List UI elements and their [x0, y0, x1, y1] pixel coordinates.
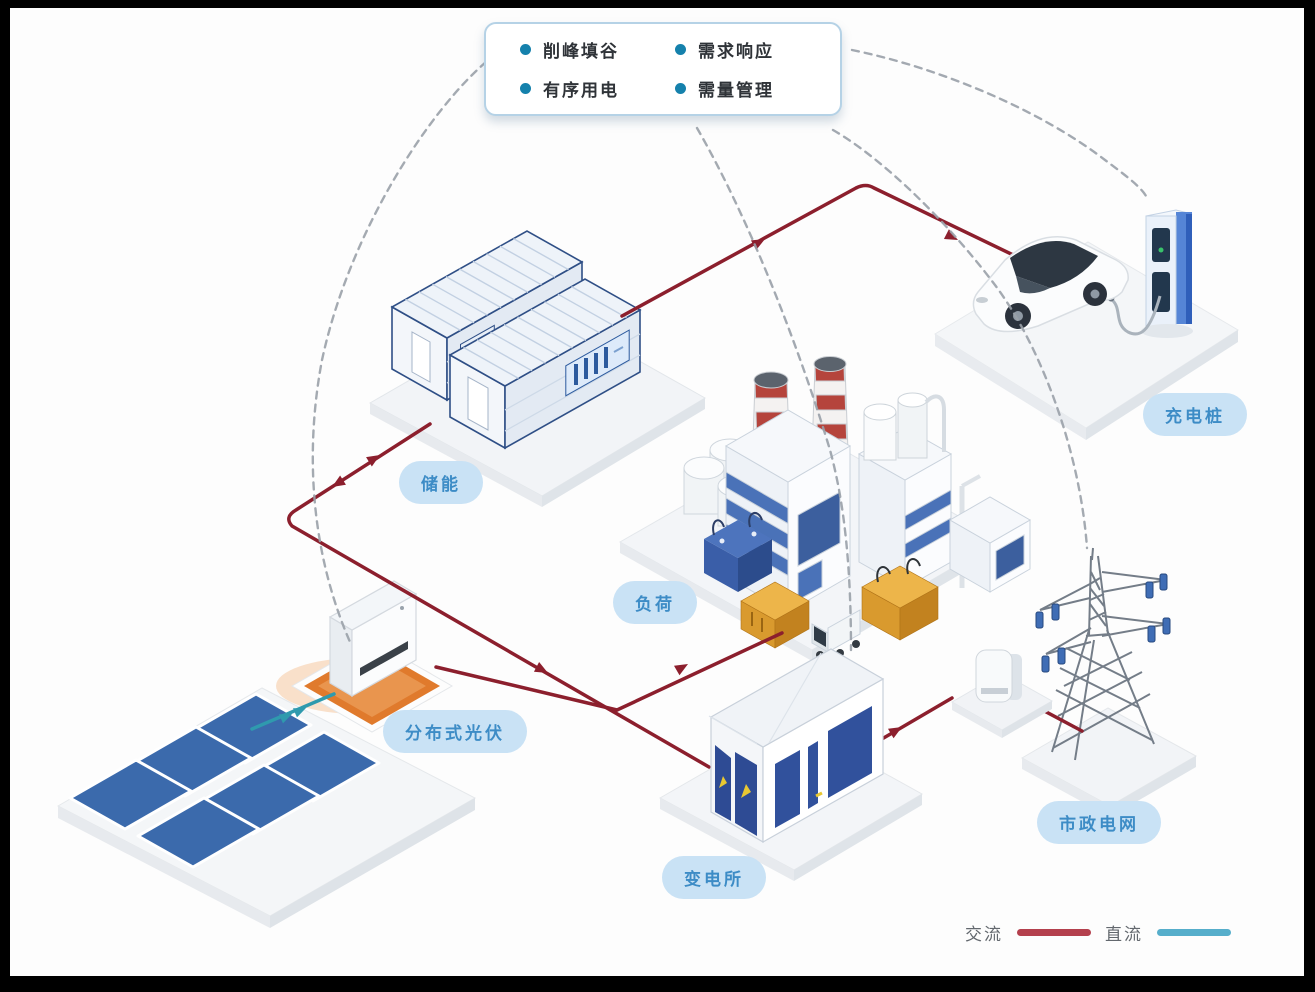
legend-ac-label: 交流 [965, 925, 1003, 944]
label-substation: 变电所 [662, 856, 766, 899]
diagram-canvas: 削峰填谷 需求响应 有序用电 需量管理 储能 负荷 充电桩 分布式光伏 变电所 … [10, 8, 1304, 976]
charging-pile-icon [1107, 209, 1193, 338]
bullet-icon [520, 83, 531, 94]
transformer-box [950, 649, 1054, 738]
dashed-links [311, 48, 1148, 652]
info-item: 需量管理 [675, 76, 830, 101]
info-item-label: 需求响应 [698, 42, 774, 61]
ev-car-icon [972, 236, 1129, 333]
label-storage: 储能 [399, 461, 483, 504]
ac-line-swatch [1017, 929, 1091, 936]
dc-line [250, 692, 336, 731]
info-item: 削峰填谷 [520, 37, 675, 62]
insulator-icon [1035, 573, 1171, 673]
yellow-container-icon [740, 558, 939, 649]
info-item: 需求响应 [675, 37, 830, 62]
dc-line-swatch [1157, 929, 1231, 936]
substation [658, 648, 924, 881]
label-pv: 分布式光伏 [383, 710, 527, 753]
factory-buildings [683, 356, 1032, 659]
info-item-label: 有序用电 [543, 81, 619, 100]
bullet-icon [520, 44, 531, 55]
solar-panels [68, 692, 381, 869]
info-box: 削峰填谷 需求响应 有序用电 需量管理 [484, 22, 842, 116]
battery-box-icon [704, 511, 772, 592]
ev-charging [934, 209, 1239, 440]
legend-dc-label: 直流 [1105, 925, 1143, 944]
grid-tower [1020, 547, 1198, 817]
storage-container-front [448, 278, 642, 450]
info-item-label: 需量管理 [698, 81, 774, 100]
bullet-icon [675, 44, 686, 55]
info-item: 有序用电 [520, 76, 675, 101]
label-grid: 市政电网 [1037, 801, 1161, 844]
label-load: 负荷 [613, 581, 697, 624]
bullet-icon [675, 83, 686, 94]
ac-lines [287, 183, 1088, 769]
info-item-label: 削峰填谷 [543, 42, 619, 61]
label-charging: 充电桩 [1143, 393, 1247, 436]
microgrid-illustration [56, 48, 1239, 928]
legend: 交流 直流 [965, 920, 1231, 945]
